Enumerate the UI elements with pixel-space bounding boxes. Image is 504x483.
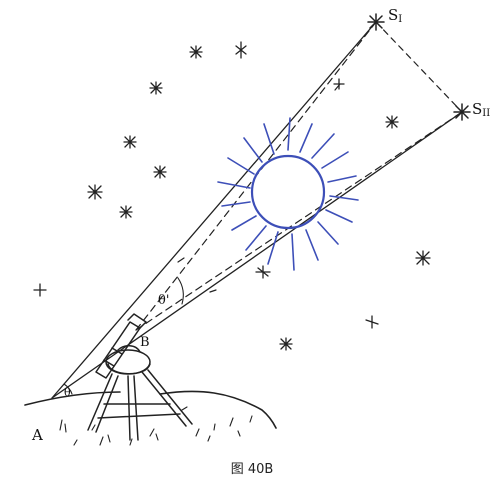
tripod-leg-left: [87, 373, 119, 433]
label-point-b: B: [140, 335, 150, 350]
label-point-a: A: [31, 426, 43, 444]
sightline-a-s1: [51, 21, 377, 399]
tripod-leg-center: [127, 375, 139, 441]
tripod-leg-right: [141, 369, 193, 427]
label-angle-theta-prime: θ': [158, 293, 169, 308]
star-s2-icon: [453, 103, 471, 121]
label-s1: SI: [388, 6, 402, 25]
sun-rays: [217, 117, 359, 271]
background-stars: [33, 41, 431, 351]
label-angle-theta: θ: [64, 386, 71, 399]
sun: [217, 117, 359, 271]
sun-disc: [250, 154, 326, 230]
angle-arc-theta: [63, 383, 73, 395]
grass-tufts: [59, 406, 253, 446]
angle-arc-theta-prime: [177, 277, 184, 305]
dashed-line-b-s2: [135, 111, 463, 331]
ground-hill: [24, 390, 277, 429]
star-s1-icon: [367, 13, 385, 31]
label-s2: SII: [472, 100, 490, 119]
line-tick-marks: [177, 83, 341, 293]
dashed-line-s1-s2: [375, 21, 463, 113]
telescope: [87, 313, 193, 441]
figure-caption: 图 40B: [230, 462, 274, 477]
